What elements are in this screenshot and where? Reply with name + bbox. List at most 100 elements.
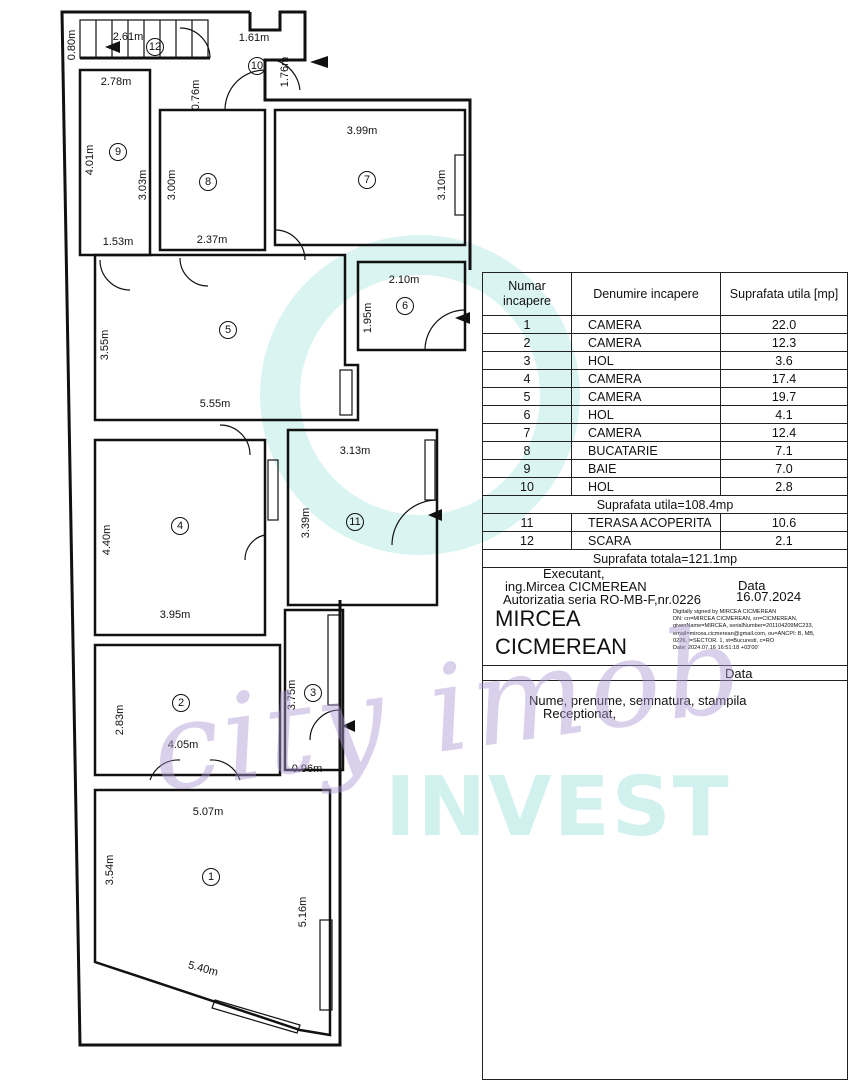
digital-signature-line: Date: 2024.07.16 16:51:18 +03'00' [673,645,759,652]
cell-name: HOL [571,477,721,496]
cell-name: CAMERA [571,315,721,334]
room-number: 2 [172,694,190,712]
cell-name: CAMERA [571,369,721,388]
area-table: Numar incapere Denumire incapere Suprafa… [482,272,848,568]
header-cell: Numar incapere [482,272,572,316]
total-row: Suprafata totala=121.1mp [482,549,848,568]
cell-name: BAIE [571,459,721,478]
cell-name: HOL [571,405,721,424]
entrance-arrows [105,41,470,732]
dimension-label: 4.01m [84,144,96,176]
cell-nr: 6 [482,405,572,424]
room-number: 6 [396,297,414,315]
room-number: 7 [358,171,376,189]
doors [99,27,466,781]
cell-area: 10.6 [720,513,848,532]
dimension-label: 2.37m [196,234,228,246]
cell-nr: 2 [482,333,572,352]
digital-signature-line: givenName=MIRCEA, serialNumber=201104209… [673,623,814,630]
signature-name-line2: CICMEREAN [495,634,628,659]
watermark-word: INVEST [385,760,731,855]
table-header: Numar incapere Denumire incapere Suprafa… [482,272,848,316]
dimension-label: 1.61m [238,32,270,44]
date-label-2: Data [725,666,753,681]
dimension-label: 3.55m [99,329,111,361]
cell-nr: 12 [482,531,572,550]
dimension-label: 3.00m [166,169,178,201]
room-number: 5 [219,321,237,339]
room-number: 12 [146,38,164,56]
stairs [79,19,209,59]
cell-nr: 10 [482,477,572,496]
cell-name: TERASA ACOPERITA [571,513,721,532]
dimension-label: 0.76m [190,79,202,111]
room-4 [93,438,267,637]
dimension-label: 0.80m [66,29,78,61]
room-8 [158,108,267,252]
dimension-label: 3.95m [159,609,191,621]
dimension-label: 3.13m [339,445,371,457]
cell-area: 12.3 [720,333,848,352]
cell-area: 19.7 [720,387,848,406]
room-number: 1 [202,868,220,886]
dimension-label: 3.99m [346,125,378,137]
received-label: Receptionat, [543,706,616,721]
dimension-label: 4.05m [167,739,199,751]
signature-block: Executant, ing.Mircea CICMEREAN Autoriza… [482,562,848,1080]
room-walls [78,68,467,1037]
header-cell: Denumire incapere [571,272,721,316]
cell-area: 22.0 [720,315,848,334]
receiver-fields: Nume, prenume, semnatura, stampila [529,693,747,708]
cell-name: CAMERA [571,423,721,442]
cell-nr: 8 [482,441,572,460]
digital-signature-line: DN: cn=MIRCEA CICMEREAN, sn=CICMEREAN, [673,616,798,623]
room-number: 3 [304,684,322,702]
subtotal-row: Suprafata utila=108.4mp [482,495,848,514]
dimension-label: 3.10m [436,169,448,201]
cell-nr: 11 [482,513,572,532]
date-label: Data [738,578,766,593]
cell-nr: 3 [482,351,572,370]
dimension-label: 2.61m [112,31,144,43]
cell-area: 17.4 [720,369,848,388]
room-3 [283,608,345,772]
date: 16.07.2024 [736,589,802,604]
room-number: 10 [248,57,266,75]
room-2 [93,643,282,777]
cell-area: 12.4 [720,423,848,442]
signature-name-line1: MIRCEA [495,606,581,631]
total: Suprafata totala=121.1mp [482,549,848,568]
room-number: 4 [171,517,189,535]
room-5 [93,253,360,422]
room-number: 9 [109,143,127,161]
dimension-label: 4.40m [101,524,113,556]
cell-nr: 5 [482,387,572,406]
room-number: 8 [199,173,217,191]
cell-area: 7.1 [720,441,848,460]
room-number: 11 [346,513,364,531]
header-cell: Suprafata utila [mp] [720,272,848,316]
executant-label: Executant, [543,566,605,581]
cell-nr: 1 [482,315,572,334]
cell-nr: 4 [482,369,572,388]
cell-area: 2.1 [720,531,848,550]
room-6 [356,260,467,352]
cell-area: 2.8 [720,477,848,496]
dimension-label: 5.16m [297,896,309,928]
dimension-label: 0.96m [291,763,323,775]
room-1 [93,788,332,1037]
dimension-label: 3.03m [137,169,149,201]
cell-area: 7.0 [720,459,848,478]
cell-name: CAMERA [571,387,721,406]
cell-area: 4.1 [720,405,848,424]
cell-name: HOL [571,351,721,370]
dimension-label: 5.07m [192,806,224,818]
